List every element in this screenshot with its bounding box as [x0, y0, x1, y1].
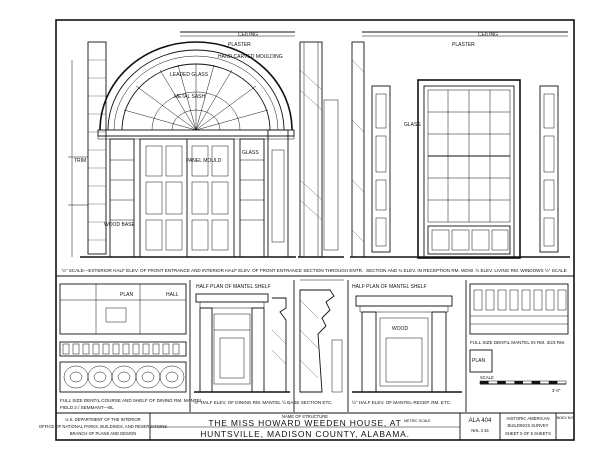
- label-ceiling-left: CEILING: [238, 32, 258, 38]
- caption-section-reception: SECTION AND ¾ ELEV. IN RECEPTION RM. WDW…: [366, 267, 567, 273]
- title-survey-sub: NHL 3 34: [471, 428, 489, 433]
- title-metric-scale: METRIC SCALE: [404, 419, 431, 423]
- title-sheet: SHEET 5 OF 5 SHEETS: [505, 431, 551, 436]
- label-hand-carved: HAND CARVED MOULDING: [218, 54, 283, 60]
- door-panels: [145, 145, 229, 251]
- caption-dining-mantel: ½" HALF ELEV. OF DINING RM. MANTEL ½ BAS…: [194, 399, 333, 405]
- label-panel-mould: PANEL MOULD: [186, 158, 222, 164]
- label-hall: HALL: [166, 292, 179, 298]
- title-name-of-structure: NAME OF STRUCTURE: [282, 414, 328, 419]
- label-plan: PLAN: [120, 292, 133, 298]
- caption-field-note: FIELD 2 / SEMMANT—BL: [60, 405, 114, 410]
- label-wood: WOOD: [392, 326, 408, 332]
- sidelight-left: [109, 138, 135, 258]
- title-buildings: BUILDINGS SURVEY: [508, 423, 549, 428]
- guilloche-ornament: [63, 365, 185, 389]
- caption-half-plan-right: HALF PLAN OF MANTEL SHELF: [352, 284, 427, 290]
- title-historic: HISTORIC AMERICAN: [507, 416, 550, 421]
- section-through-entrance: [298, 41, 344, 258]
- label-plaster-right: PLASTER: [452, 42, 475, 48]
- label-scale-bottom: 3'-0": [552, 388, 561, 393]
- label-scale: SCALE: [480, 375, 494, 380]
- right-dentil-and-scale: FULL SIZE DENTIL MANTEL IN RM. 3/23 RM. …: [465, 280, 569, 412]
- caption-full-size-dentil-right: FULL SIZE DENTIL MANTEL IN RM. 3/23 RM.: [470, 340, 565, 345]
- label-leaded-glass: LEADED GLASS: [170, 72, 209, 78]
- label-ceiling-right: CEILING: [478, 32, 498, 38]
- window-glazing-grid: [428, 90, 510, 222]
- front-entrance-elevation: CEILING PLASTER HAND CARVED MOULDING LEA…: [68, 31, 296, 258]
- brick-hatch: [88, 59, 106, 241]
- title-survey-no: ALA 404: [469, 418, 492, 424]
- right-dentil-pattern: [470, 289, 568, 325]
- fanlight-arch-outer: [99, 41, 293, 131]
- label-plaster-left: PLASTER: [228, 42, 251, 48]
- label-trim: TRIM: [74, 158, 86, 164]
- graphic-scale-bar: SCALE 3'-0": [479, 375, 567, 393]
- sidelight-right: [239, 138, 265, 258]
- reception-room-mantel: HALF PLAN OF MANTEL SHELF WOOD ½" HALF E…: [347, 280, 462, 412]
- mantel-dentil-details: PLAN HALL FULL SIZE DENTIL COURSE AND SH…: [59, 283, 203, 410]
- title-location: HUNTSVILLE, MADISON COUNTY, ALABAMA.: [200, 429, 410, 439]
- label-wood-base: WOOD BASE: [104, 222, 136, 228]
- sheet-border: [55, 19, 575, 441]
- caption-half-elev-reception: ½" HALF ELEV. OF MANTEL-RECEP. RM. ETC.: [352, 399, 451, 405]
- reception-window-elevation: CEILING PLASTER GLASS: [350, 31, 570, 259]
- masonry-pier: [87, 41, 107, 255]
- title-index-no: INDEX NO.: [556, 416, 574, 420]
- title-house-name: THE MISS HOWARD WEEDEN HOUSE, AT: [208, 418, 401, 428]
- caption-full-size-dentil: FULL SIZE DENTIL COURSE AND SHELF OF DIN…: [60, 398, 203, 403]
- mantel-profile-details: [293, 279, 344, 412]
- fanlight-glazing: [123, 64, 269, 131]
- title-department: U.S. DEPARTMENT OF THE INTERIOR: [65, 417, 140, 422]
- dining-room-mantel: HALF PLAN OF MANTEL SHELF ½" HALF ELEV. …: [189, 280, 333, 412]
- caption-front-entrance: ½" SCALE—EXTERIOR HALF ELEV. OF FRONT EN…: [62, 267, 363, 273]
- label-glass-right: GLASS: [404, 122, 421, 128]
- label-metal-sash: METAL SASH: [174, 94, 206, 100]
- dentil-course: [62, 343, 180, 355]
- label-plan-right: PLAN: [472, 358, 485, 364]
- caption-half-plan-mantel: HALF PLAN OF MANTEL SHELF: [196, 284, 271, 290]
- title-office: OFFICE OF NATIONAL PARKS, BUILDINGS, AND…: [39, 424, 167, 429]
- title-branch: BRANCH OF PLANS AND DESIGN: [70, 431, 137, 436]
- label-glass: GLASS: [242, 150, 259, 156]
- title-block: U.S. DEPARTMENT OF THE INTERIOR OFFICE O…: [39, 413, 574, 440]
